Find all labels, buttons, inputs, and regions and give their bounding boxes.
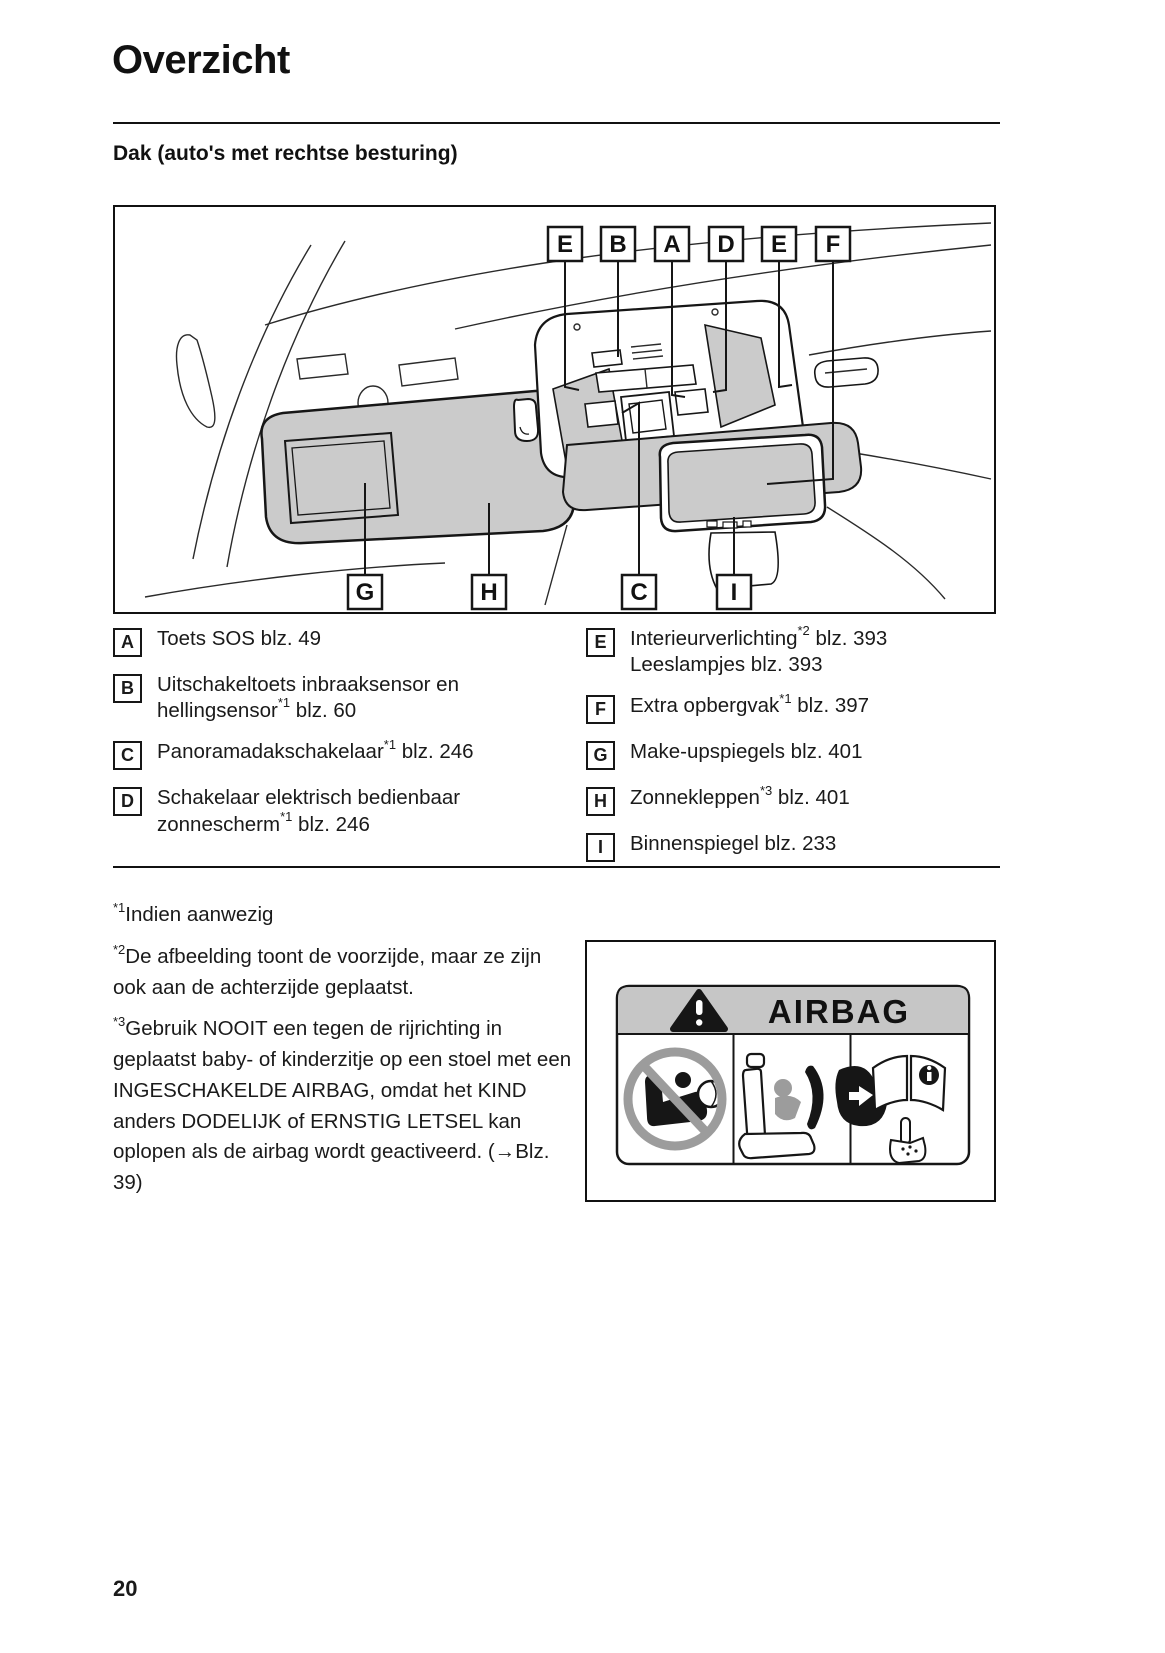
callout-E1: E	[557, 231, 573, 258]
callout-letter-badge: G	[586, 741, 615, 771]
callout-B: B	[609, 231, 626, 258]
callout-letter-badge: F	[586, 695, 615, 725]
panorama-roof-switch	[584, 400, 619, 428]
legend-item: C Panoramadakschakelaar*1 blz. 246	[113, 736, 581, 771]
legend-item: G Make-upspiegels blz. 401	[586, 739, 1000, 771]
no-rear-facing-child-seat-icon	[623, 1047, 727, 1151]
legend-item: F Extra opbergvak*1 blz. 397	[586, 690, 1000, 725]
section-subtitle: Dak (auto's met rechtse besturing)	[113, 142, 458, 165]
footnote: *1Indien aanwezig	[113, 900, 274, 926]
callout-I: I	[731, 579, 738, 606]
callout-letter-badge: E	[586, 628, 615, 657]
legend-item: I Binnenspiegel blz. 233	[586, 831, 1000, 863]
title-divider	[113, 122, 1000, 124]
alarm-off-button	[591, 349, 623, 368]
legend-item-text: Schakelaar elektrisch bedienbaar zonnesc…	[157, 786, 461, 836]
airbag-header-text: AIRBAG	[768, 993, 910, 1030]
airbag-warning-label: AIRBAG	[615, 984, 971, 1166]
warning-triangle-icon	[670, 989, 728, 1032]
rearview-mirror	[658, 433, 827, 533]
footnote: *2De afbeelding toont de voorzijde, maar…	[113, 941, 542, 999]
legend-item-text: Zonnekleppen*3 blz. 401	[630, 782, 850, 810]
vanity-mirror	[283, 431, 400, 525]
visor-clip	[512, 397, 540, 443]
legend-item-text: Panoramadakschakelaar*1 blz. 246	[157, 736, 474, 764]
callout-labels-top: E B A D E F	[546, 225, 852, 263]
callout-letter-badge: A	[113, 628, 142, 657]
sos-button	[620, 391, 675, 442]
footnotes: *1Indien aanwezig *2De afbeelding toont …	[113, 900, 575, 1210]
callout-G: G	[356, 579, 375, 606]
interior-light-right	[704, 323, 776, 429]
legend-item: B Uitschakeltoets inbraaksensor en helli…	[113, 672, 581, 724]
roof-diagram-figure: E B A D E F G H C I	[113, 205, 996, 614]
section-divider	[113, 866, 1000, 868]
callout-letter-badge: B	[113, 674, 142, 703]
callout-D: D	[717, 231, 734, 258]
legend-item: A Toets SOS blz. 49	[113, 626, 581, 657]
legend-item: D Schakelaar elektrisch bedienbaar zonne…	[113, 785, 581, 837]
legend-item-text: Binnenspiegel blz. 233	[630, 832, 837, 856]
roof-diagram-illustration: E B A D E F G H C I	[144, 222, 992, 611]
callout-letter-badge: C	[113, 741, 142, 771]
callout-C: C	[630, 579, 647, 606]
legend-item-text: Make-upspiegels blz. 401	[630, 740, 863, 764]
callout-F: F	[826, 231, 841, 258]
page-number: 20	[113, 1576, 138, 1601]
callout-labels-bottom: G H C I	[346, 573, 753, 611]
callout-letter-badge: D	[113, 787, 142, 817]
legend-left-column: A Toets SOS blz. 49 B Uitschakeltoets in…	[113, 626, 581, 877]
legend-item-text: Toets SOS blz. 49	[157, 627, 322, 650]
read-manual-icon	[871, 1054, 947, 1165]
legend: A Toets SOS blz. 49 B Uitschakeltoets in…	[113, 623, 1000, 877]
page-title: Overzicht	[112, 38, 290, 82]
callout-E2: E	[771, 231, 787, 258]
callout-letter-badge: I	[586, 833, 615, 863]
legend-item: H Zonnekleppen*3 blz. 401	[586, 782, 1000, 817]
footnote: *3Gebruik NOOIT een tegen de rijrichting…	[113, 1014, 572, 1194]
legend-item-text: Extra opbergvak*1 blz. 397	[630, 690, 870, 718]
sunshade-switch	[674, 388, 709, 416]
callout-H: H	[480, 579, 497, 606]
airbag-warning-figure: AIRBAG	[585, 940, 996, 1202]
callout-leader-lines	[364, 261, 834, 575]
legend-item-text: Uitschakeltoets inbraaksensor en helling…	[157, 673, 459, 723]
grab-handle	[813, 357, 879, 388]
callout-letter-badge: H	[586, 787, 615, 817]
callout-A: A	[663, 231, 680, 258]
